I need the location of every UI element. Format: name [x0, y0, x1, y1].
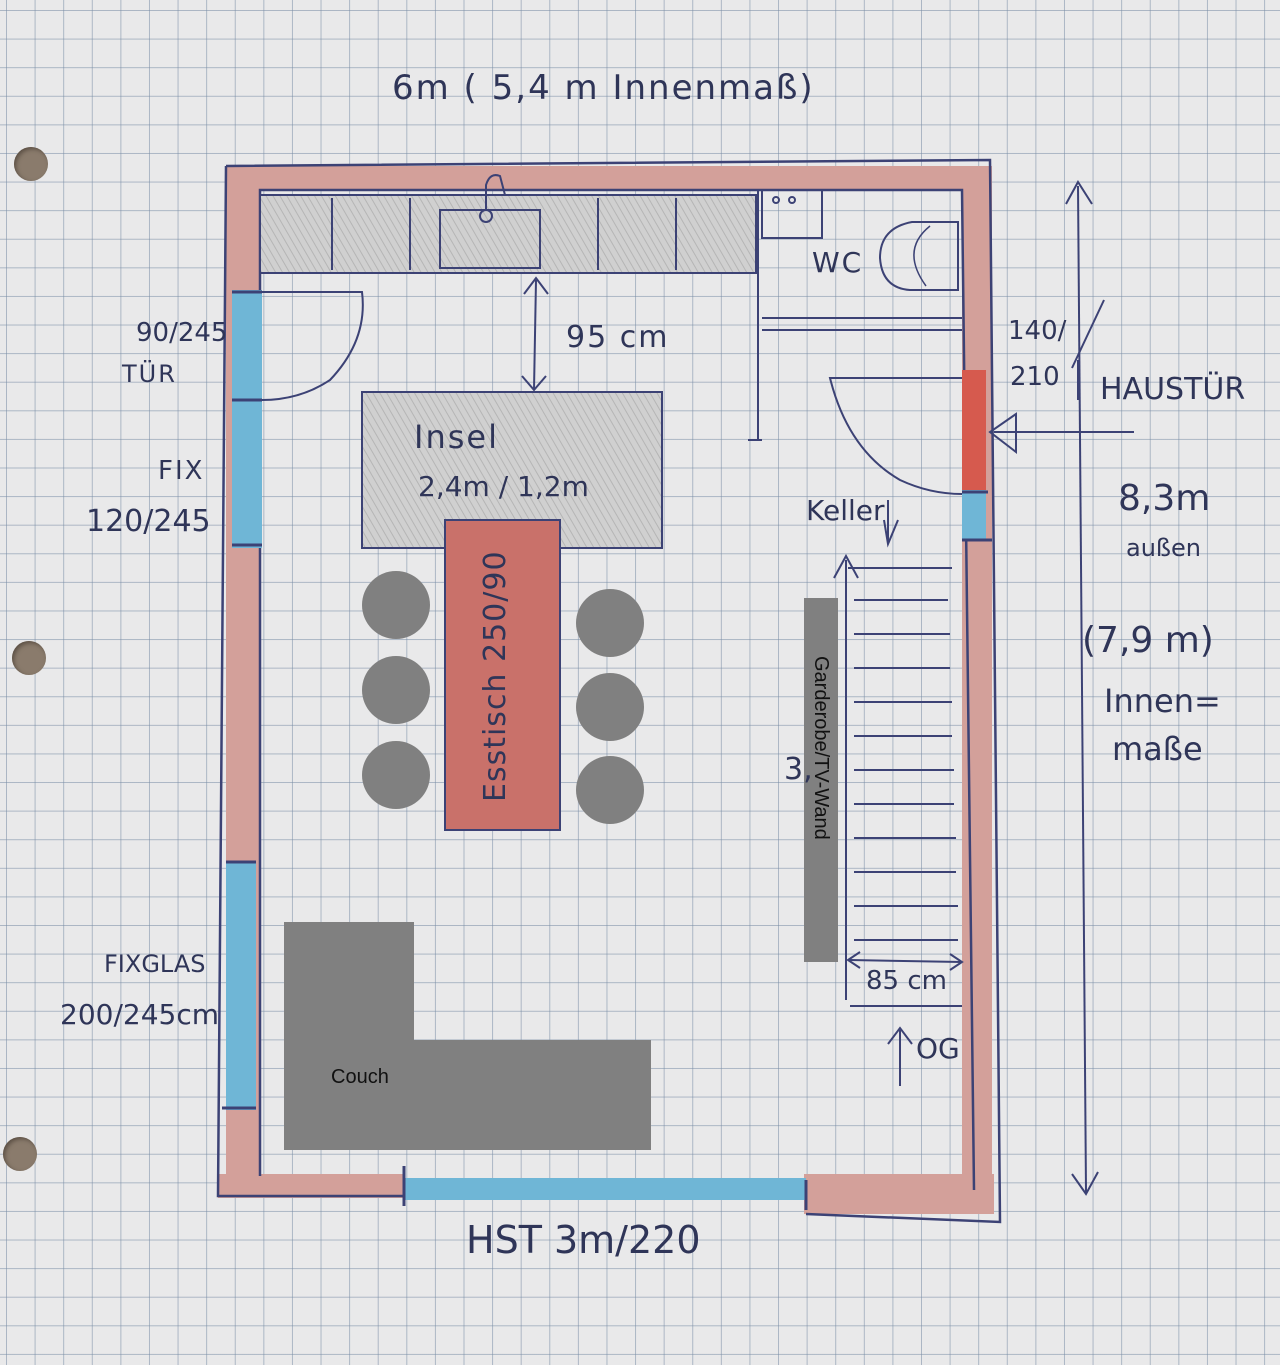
dimension-arrow-icon	[849, 959, 963, 963]
haustuer-size-1: 140/	[1008, 316, 1067, 346]
side-glass-right	[962, 490, 986, 540]
fixglas-label: FIXGLAS	[104, 950, 206, 978]
chair	[362, 741, 430, 809]
wc-label: WC	[812, 246, 864, 279]
garderobe-label: Garderobe/TV-Wand	[810, 656, 832, 840]
kitchen-counter	[259, 174, 757, 274]
door-left-label: TÜR	[122, 360, 177, 388]
couch-label: Couch	[331, 1066, 389, 1088]
fix-size: 120/245	[86, 504, 211, 539]
width-label: 6m ( 5,4 m Innenmaß)	[392, 68, 815, 108]
dimension-arrow-icon	[521, 276, 549, 392]
chair	[362, 571, 430, 639]
garderobe-tv-wall	[804, 598, 838, 962]
dining-table	[444, 519, 561, 831]
chair	[362, 656, 430, 724]
fixglas-window	[226, 862, 256, 1110]
depth-inner-label-2: maße	[1112, 730, 1203, 768]
haustuer-door	[962, 370, 986, 490]
depth-inner-value: (7,9 m)	[1082, 620, 1214, 661]
fix-window-glass	[232, 410, 262, 548]
door-left-size: 90/245	[136, 318, 228, 348]
island-size: 2,4m / 1,2m	[418, 470, 589, 503]
og-label: OG	[916, 1032, 960, 1065]
door-left-glass	[232, 290, 262, 410]
punch-hole-bottom	[3, 1137, 37, 1171]
glazing	[222, 290, 992, 1210]
entrance-swing-icon	[828, 377, 963, 495]
depth-inner-label-1: Innen=	[1104, 682, 1221, 720]
up-arrow-icon	[887, 1026, 913, 1086]
depth-outer-label: außen	[1126, 534, 1202, 562]
stairs-width-label: 85 cm	[866, 966, 947, 996]
fix-label: FIX	[158, 456, 205, 486]
haustuer-label: HAUSTÜR	[1100, 372, 1246, 407]
chair	[576, 756, 644, 824]
haustuer-size-2: 210	[1010, 362, 1060, 392]
chair	[576, 673, 644, 741]
punch-hole-top	[14, 147, 48, 181]
keller-arrow-icon	[883, 519, 899, 548]
hst-glass	[404, 1178, 806, 1200]
door-swing-icon	[261, 291, 364, 401]
wc-room	[748, 189, 962, 441]
stair-fragment-label: 3,	[784, 752, 813, 787]
fixglas-size: 200/245cm	[60, 998, 219, 1031]
depth-dimension-line	[1065, 180, 1099, 1196]
entry-arrow-icon	[988, 412, 1134, 455]
keller-label: Keller	[806, 494, 885, 527]
sink-icon	[439, 209, 541, 269]
hst-label: HST 3m/220	[466, 1218, 701, 1262]
island-title: Insel	[414, 418, 499, 456]
kitchen-gap-label: 95 cm	[566, 320, 670, 355]
chairs	[362, 571, 644, 824]
couch	[284, 922, 651, 1150]
dimension-slash	[1071, 299, 1105, 369]
staircase	[833, 500, 964, 1007]
dining-table-label: Esstisch 250/90	[478, 550, 513, 802]
chair	[576, 589, 644, 657]
depth-outer-value: 8,3m	[1118, 478, 1211, 519]
toilet-icon	[878, 221, 959, 291]
punch-hole-middle	[12, 641, 46, 675]
